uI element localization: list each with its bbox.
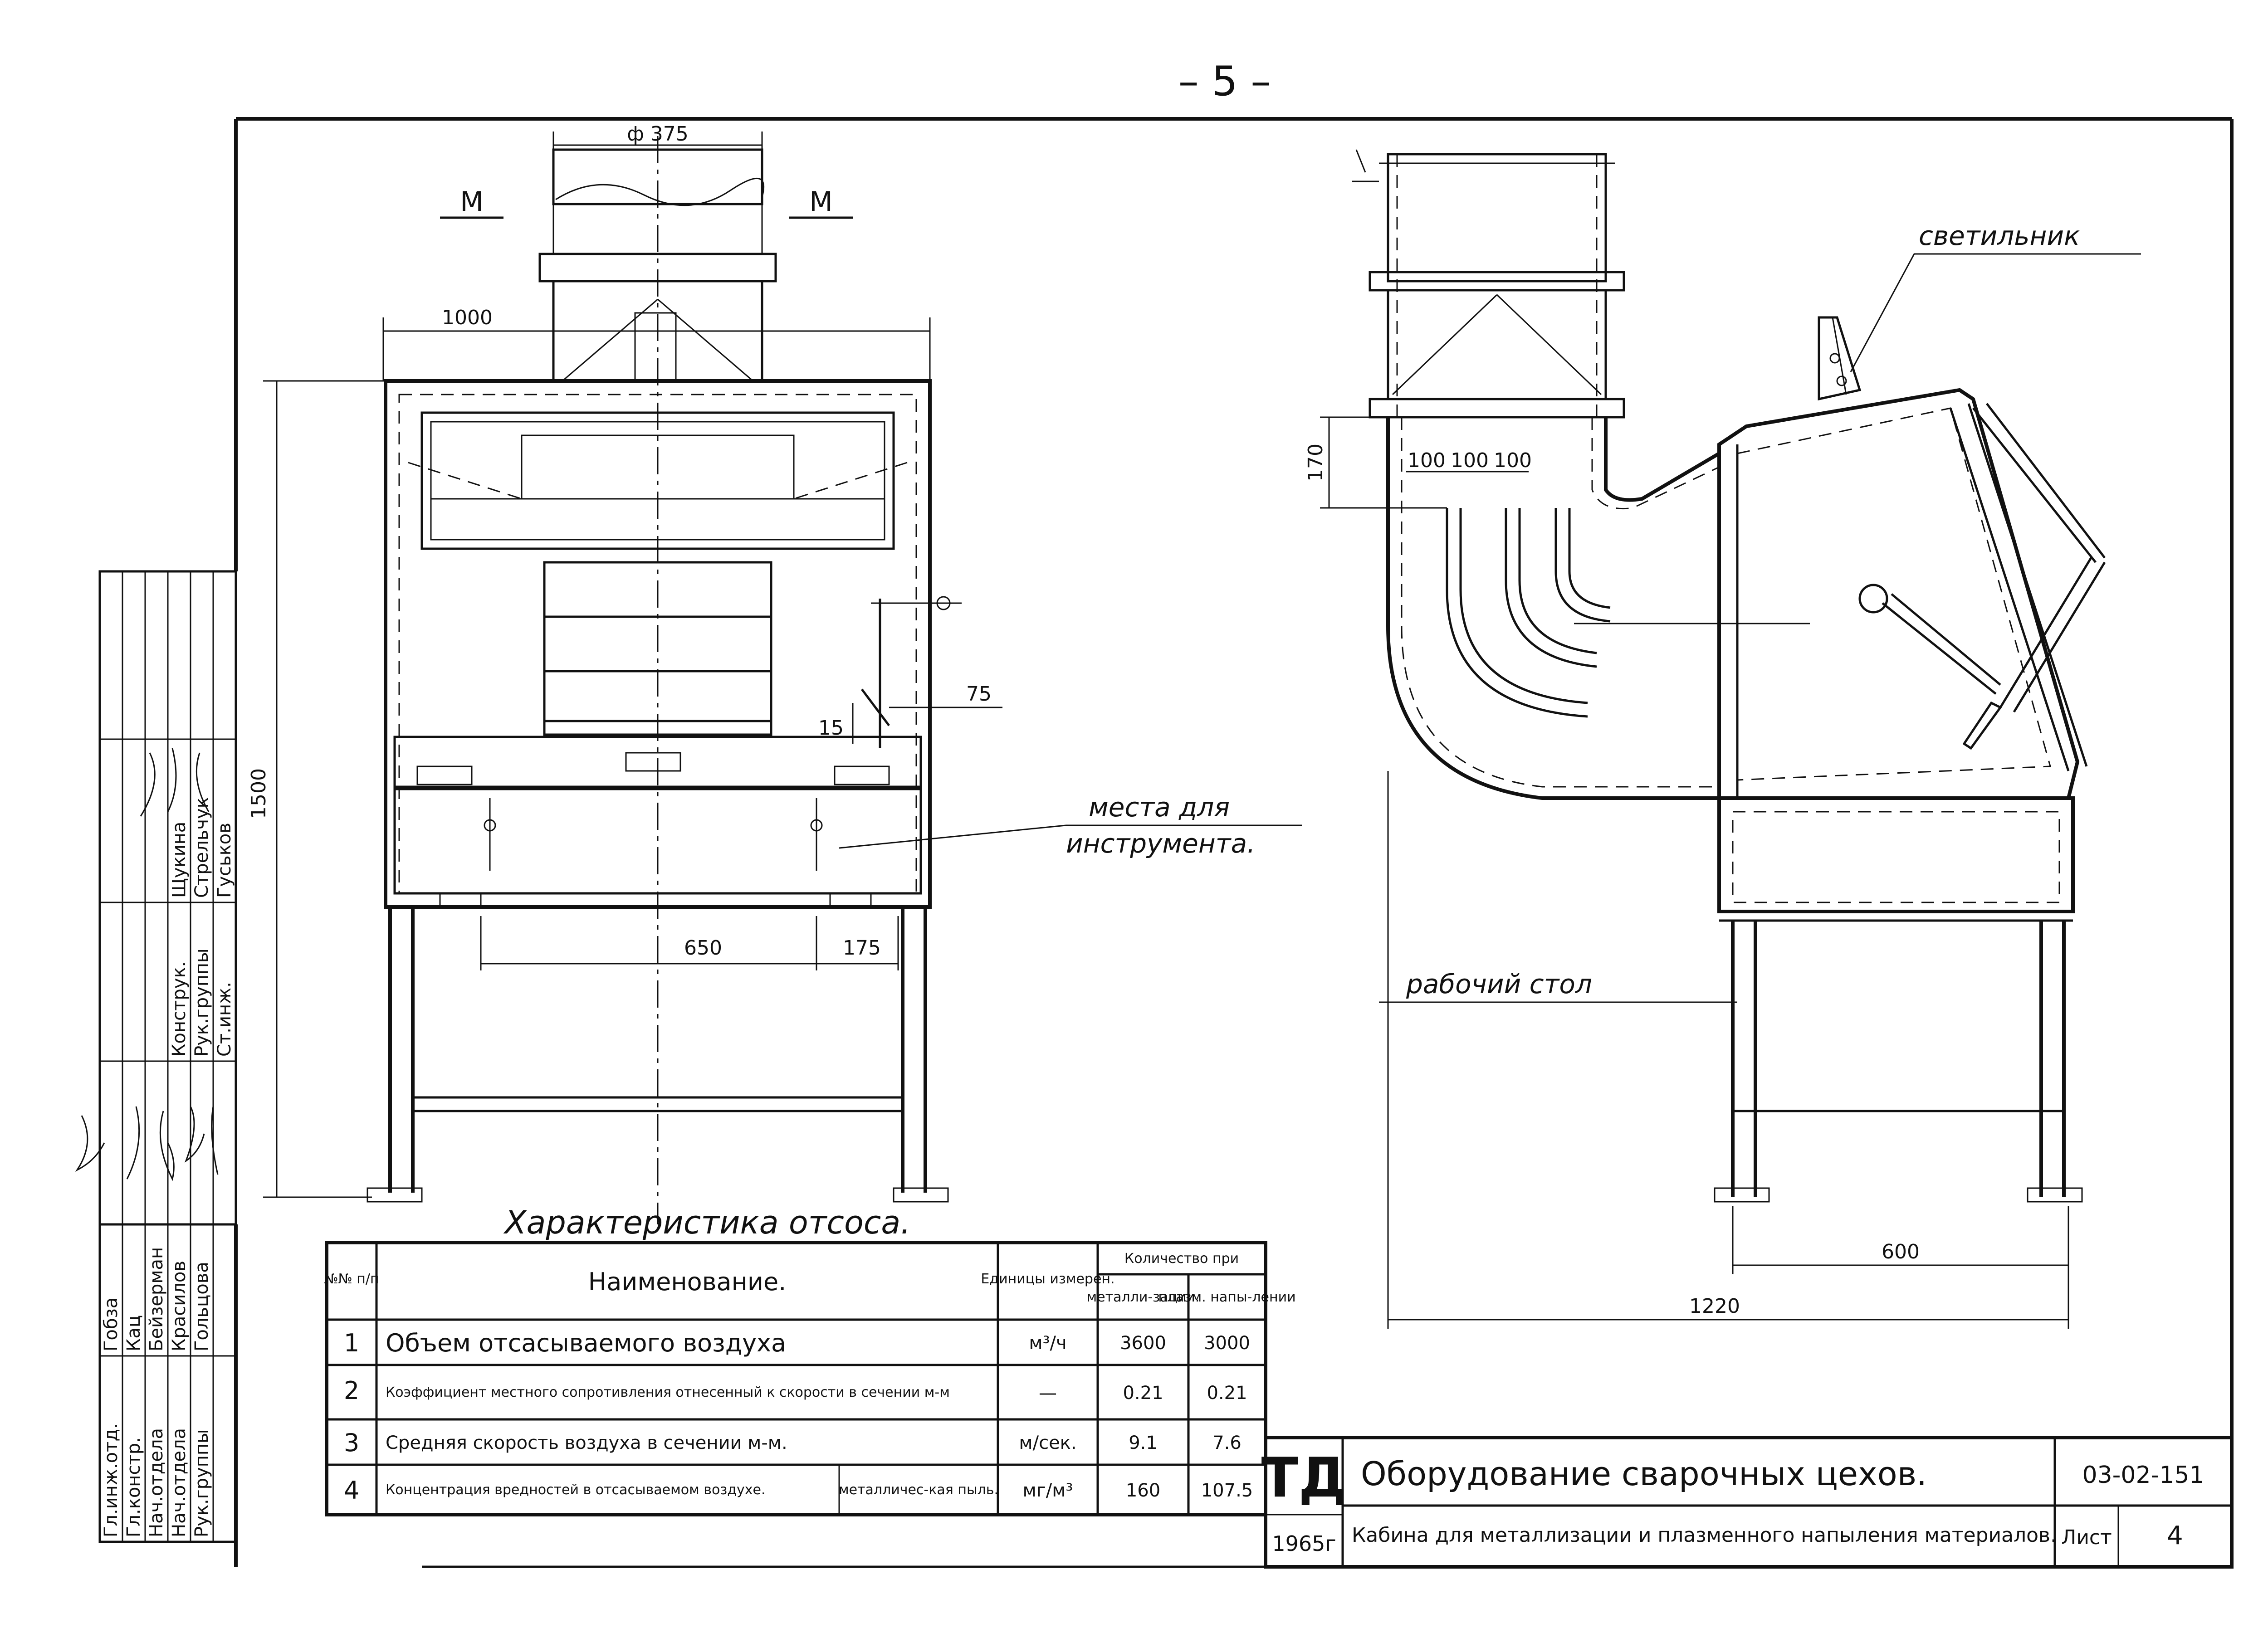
- row-1-unit: м³/ч: [1029, 1333, 1066, 1354]
- row-1-plasma: 3000: [1204, 1333, 1250, 1354]
- title-year: 1965г: [1272, 1531, 1336, 1556]
- sig-role-1: Гл.инж.отд.: [101, 1423, 122, 1537]
- callout-lamp: светильник: [1919, 220, 2080, 251]
- header-number: №№ п/п: [324, 1271, 379, 1287]
- dim-vane-pitch-2: 100: [1451, 449, 1489, 472]
- row-4-unit: мг/м³: [1023, 1480, 1073, 1501]
- row-4-number: 4: [344, 1476, 359, 1505]
- logo-td: ТД: [1261, 1447, 1347, 1510]
- signature-scribbles: [75, 748, 219, 1181]
- callout-tool-place-1: места для: [1089, 792, 1230, 823]
- dim-overall-width: 1000: [442, 306, 493, 329]
- row-1-name: Объем отсасываемого воздуха: [386, 1329, 786, 1357]
- dim-overall-height: 1500: [247, 768, 270, 819]
- title-sub: Кабина для металлизации и плазменного на…: [1352, 1524, 2057, 1547]
- row-4-name: Концентрация вредностей в отсасываемом в…: [386, 1482, 766, 1498]
- sheet-label: Лист: [2061, 1526, 2112, 1549]
- sig-name-8: Гуськов: [214, 823, 235, 898]
- sig-name-6: Щукина: [169, 822, 190, 898]
- row-4-plasma: 107.5: [1201, 1480, 1253, 1501]
- sig-name-7: Стрельчук: [191, 797, 212, 898]
- row-2-unit: —: [1039, 1383, 1057, 1404]
- sig-role-6: Конструк.: [169, 961, 190, 1057]
- row-2-number: 2: [344, 1376, 359, 1405]
- sig-name-1: Гобза: [101, 1297, 122, 1351]
- front-view: ф 375 М М 75 15: [247, 122, 1302, 1224]
- sig-name-3: Бейзерман: [146, 1247, 167, 1351]
- header-plasma: плазм. напы-лении: [1158, 1289, 1295, 1305]
- doc-code: 03-02-151: [2082, 1462, 2204, 1489]
- sig-role-8: Ст.инж.: [214, 982, 235, 1057]
- header-unit: Единицы измерен.: [981, 1271, 1114, 1287]
- dim-hinge-span: 650: [684, 936, 722, 960]
- sig-role-7: Рук.группы: [191, 948, 212, 1057]
- sig-name-5: Гольцова: [191, 1262, 212, 1351]
- sig-name-2: Кац: [123, 1315, 144, 1351]
- sig-role-3: Нач.отдела: [146, 1428, 167, 1537]
- page-number: – 5 –: [1178, 58, 1271, 105]
- row-3-plasma: 7.6: [1212, 1433, 1242, 1453]
- dim-vane-pitch-1: 100: [1408, 449, 1446, 472]
- signature-strip: Гл.инж.отд. Гл.констр. Нач.отдела Нач.от…: [75, 570, 237, 1543]
- section-mark-right: М: [809, 186, 833, 218]
- row-3-metal: 9.1: [1129, 1433, 1158, 1453]
- sig-name-4: Красилов: [169, 1261, 190, 1351]
- row-4-sub: металличес-кая пыль.: [839, 1482, 998, 1498]
- header-metallization: металли-зации.: [1087, 1289, 1200, 1305]
- dim-vane-pitch-3: 100: [1494, 449, 1532, 472]
- row-2-plasma: 0.21: [1207, 1383, 1247, 1404]
- dim-hinge-offset: 175: [843, 936, 881, 960]
- dim-table-depth: 600: [1882, 1240, 1920, 1263]
- title-block: ТД 1965г Оборудование сварочных цехов. К…: [1261, 1436, 2234, 1569]
- dim-lever-offset: 75: [966, 682, 992, 706]
- sig-role-5: Рук.группы: [191, 1429, 212, 1537]
- sheet-title: Характеристика отсоса.: [503, 1204, 911, 1241]
- sig-role-2: Гл.констр.: [123, 1437, 144, 1537]
- row-4-metal: 160: [1126, 1480, 1160, 1501]
- header-name: Наименование.: [588, 1267, 787, 1296]
- sheet-number: 4: [2167, 1521, 2183, 1550]
- sig-role-4: Нач.отдела: [169, 1428, 190, 1537]
- row-2-name: Коэффициент местного сопротивления отнес…: [386, 1384, 950, 1400]
- row-3-unit: м/сек.: [1019, 1433, 1076, 1453]
- row-2-metal: 0.21: [1123, 1383, 1163, 1404]
- row-1-metal: 3600: [1120, 1333, 1166, 1354]
- dim-overall-depth: 1220: [1689, 1295, 1740, 1318]
- dim-vane-height: 170: [1304, 444, 1327, 482]
- callout-work-table: рабочий стол: [1406, 969, 1592, 999]
- title-main: Оборудование сварочных цехов.: [1361, 1455, 1927, 1493]
- callout-tool-place-2: инструмента.: [1066, 828, 1256, 859]
- side-view: 170 100 100 100: [1304, 149, 2141, 1329]
- header-quantity: Количество при: [1124, 1251, 1239, 1267]
- row-3-name: Средняя скорость воздуха в сечении м-м.: [386, 1433, 787, 1453]
- row-1-number: 1: [344, 1329, 359, 1357]
- row-3-number: 3: [344, 1428, 359, 1457]
- section-mark-left: М: [460, 186, 484, 218]
- characteristics-table: №№ п/п Наименование. Единицы измерен. Ко…: [324, 1241, 1296, 1516]
